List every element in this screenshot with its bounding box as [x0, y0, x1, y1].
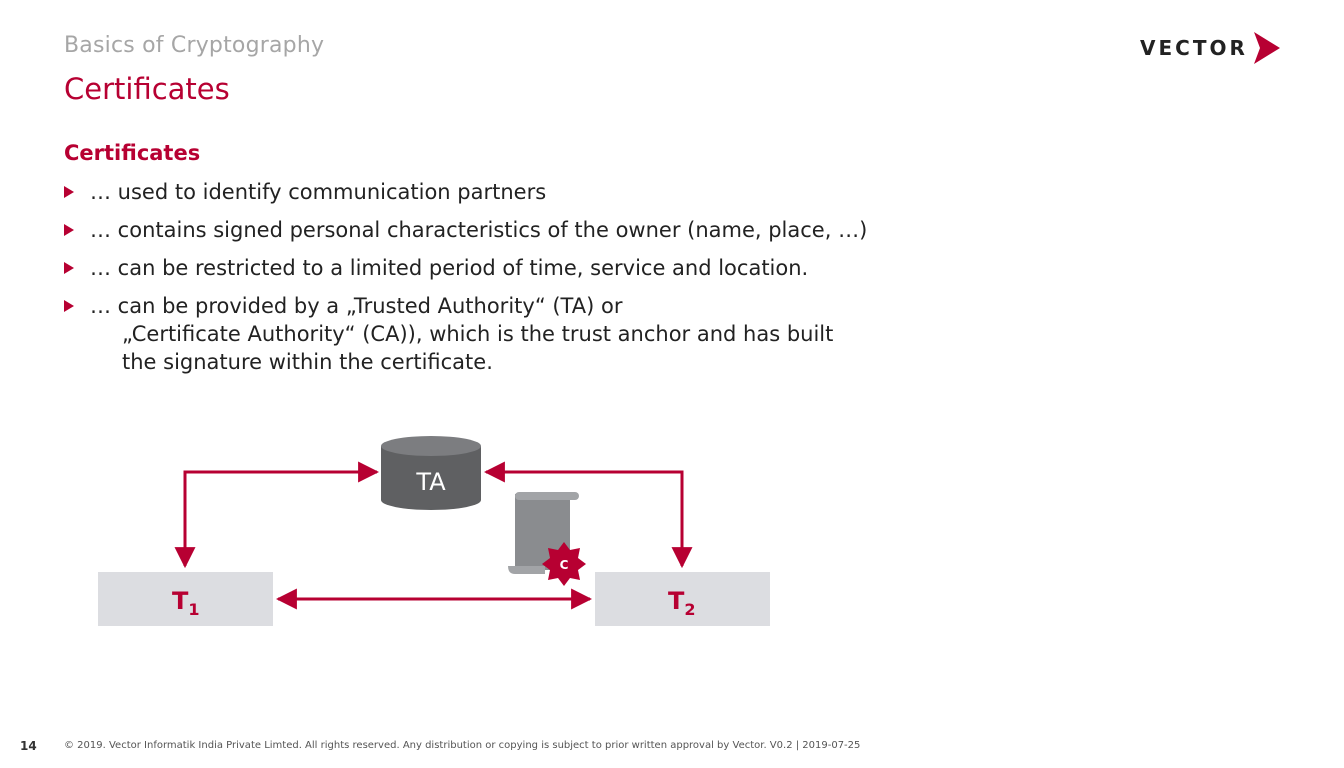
bullet-item: … can be provided by a „Trusted Authorit…	[64, 292, 964, 376]
vector-logo: VECTOR	[1140, 30, 1282, 66]
certificate-seal-icon: C	[542, 542, 586, 586]
bullet-text: … contains signed personal characteristi…	[90, 218, 868, 242]
bullet-text: … can be provided by a „Trusted Authorit…	[90, 294, 623, 318]
bullet-text-continued: „Certificate Authority“ (CA)), which is …	[122, 322, 834, 346]
triangle-bullet-icon	[64, 186, 74, 198]
page-title: Certificates	[64, 72, 230, 106]
bullet-item: … used to identify communication partner…	[64, 178, 964, 206]
ta-database-icon: TA	[381, 436, 481, 510]
seal-label: C	[560, 558, 569, 572]
supertitle: Basics of Cryptography	[64, 33, 325, 58]
certificate-scroll-icon	[508, 492, 579, 574]
bullet-list: … used to identify communication partner…	[64, 178, 964, 386]
t2-label: T2	[668, 587, 696, 619]
triangle-bullet-icon	[64, 224, 74, 236]
footer-copyright: © 2019. Vector Informatik India Private …	[64, 740, 861, 751]
ta-label: TA	[415, 468, 446, 496]
chevron-logo-icon	[1253, 32, 1280, 64]
bullet-text: … can be restricted to a limited period …	[90, 256, 809, 280]
logo-text: VECTOR	[1140, 36, 1248, 60]
page-number: 14	[20, 739, 37, 753]
bullet-item: … contains signed personal characteristi…	[64, 216, 964, 244]
connector-t1-ta	[174, 461, 380, 569]
bullet-text-continued: the signature within the certificate.	[122, 350, 493, 374]
bullet-item: … can be restricted to a limited period …	[64, 254, 964, 282]
triangle-bullet-icon	[64, 300, 74, 312]
triangle-bullet-icon	[64, 262, 74, 274]
t1-box	[98, 572, 273, 626]
t2-box	[595, 572, 770, 626]
t1-label: T1	[172, 587, 200, 619]
connector-ta-t2	[483, 461, 693, 569]
bullet-text: … used to identify communication partner…	[90, 180, 547, 204]
section-heading: Certificates	[64, 141, 201, 165]
